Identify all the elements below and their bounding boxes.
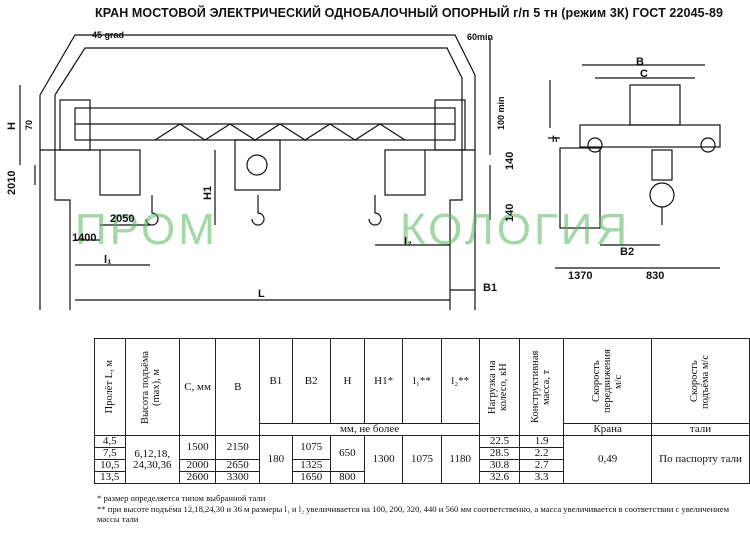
cell-load: 30.8: [478, 459, 521, 472]
cell-b2: 1075: [291, 435, 331, 460]
footnotes: * размер определяется типом выбранной та…: [97, 493, 737, 525]
cell-h: 800: [329, 471, 366, 484]
label-l1: l₁: [104, 254, 112, 266]
label-70: 70: [24, 119, 34, 130]
cell-span: 4,5: [94, 435, 126, 448]
cell-span: 10,5: [94, 459, 126, 472]
label-140b: 140: [504, 203, 516, 222]
label-B: B: [636, 56, 644, 68]
cell-span: 7,5: [94, 447, 126, 460]
cell-load: 32.6: [478, 471, 521, 484]
page-title: КРАН МОСТОВОЙ ЭЛЕКТРИЧЕСКИЙ ОДНОБАЛОЧНЫЙ…: [95, 6, 724, 20]
label-100min: 100 min: [496, 96, 506, 130]
label-2010: 2010: [6, 170, 18, 195]
cell-b2: 1650: [291, 471, 331, 484]
th-speed-move: Скорость передвижения м/с: [563, 338, 653, 424]
cell-c: 1500: [178, 435, 217, 460]
label-140a: 140: [504, 151, 516, 170]
cell-speed-crane: 0,49: [563, 435, 653, 484]
cell-span: 13,5: [94, 471, 126, 484]
label-830: 830: [646, 270, 665, 282]
cell-b1: 180: [259, 435, 293, 484]
th-l1: l₁**: [402, 338, 442, 424]
crane-drawing: [19, 34, 721, 310]
th-speed-lift: Скорость подъёма м/с: [651, 338, 750, 424]
cell-b: 3300: [215, 471, 261, 484]
label-L: L: [258, 288, 265, 300]
th-lift: Высота подъёма (max), м: [124, 338, 180, 436]
cell-mass: 1.9: [519, 435, 565, 448]
cell-mass: 2.2: [519, 447, 565, 460]
cell-mass: 2.7: [519, 459, 565, 472]
label-H: H: [6, 122, 18, 130]
label-C: C: [640, 68, 648, 80]
label-1400: 1400: [72, 232, 97, 244]
th-c: C, мм: [178, 338, 217, 436]
th-hoist: тали: [651, 423, 750, 436]
label-2050: 2050: [110, 213, 135, 225]
cell-mass: 3.3: [519, 471, 565, 484]
label-1370: 1370: [568, 270, 593, 282]
cell-b: 2150: [215, 435, 261, 460]
footnote-2: ** при высоте подъёма 12,18,24,30 и 36 м…: [97, 503, 730, 525]
label-B1: B1: [483, 282, 498, 294]
cell-b2: 1325: [291, 459, 331, 472]
cell-l2: 1180: [440, 435, 480, 484]
cell-b: 2650: [215, 459, 261, 472]
th-l2: l₂**: [440, 338, 480, 424]
spec-table: Пролёт L, м Высота подъёма (max), м C, м…: [94, 338, 750, 484]
cell-speed-hoist: По паспорту тали: [651, 435, 750, 484]
footnote-1: * размер определяется типом выбранной та…: [97, 493, 266, 503]
label-H1: H1: [202, 185, 214, 200]
th-b2: B2: [291, 338, 331, 424]
label-B2: B2: [620, 246, 635, 258]
th-h: H: [329, 338, 366, 424]
th-span: Пролёт L, м: [94, 338, 126, 436]
label-angle: 45 grad: [92, 30, 125, 40]
label-60min: 60min: [467, 32, 494, 42]
th-mm-note: мм, не более: [259, 423, 480, 436]
cell-l1: 1075: [402, 435, 442, 484]
cell-c: 2000: [178, 459, 217, 472]
cell-h: 650: [329, 435, 366, 472]
th-b: B: [215, 338, 261, 436]
cell-c: 2600: [178, 471, 217, 484]
th-load: Нагрузка на колесо, кН: [478, 338, 521, 436]
label-h: h: [552, 134, 558, 144]
th-b1: B1: [259, 338, 293, 424]
th-crane: Крана: [563, 423, 653, 436]
th-h1: H1*: [364, 338, 404, 424]
cell-load: 28.5: [478, 447, 521, 460]
cell-load: 22.5: [478, 435, 521, 448]
th-mass: Конструктивная масса, т: [519, 338, 565, 436]
cell-h1: 1300: [364, 435, 404, 484]
cell-lift: 6,12,18, 24,30,36: [124, 435, 180, 484]
label-l2: l₂: [404, 236, 412, 248]
